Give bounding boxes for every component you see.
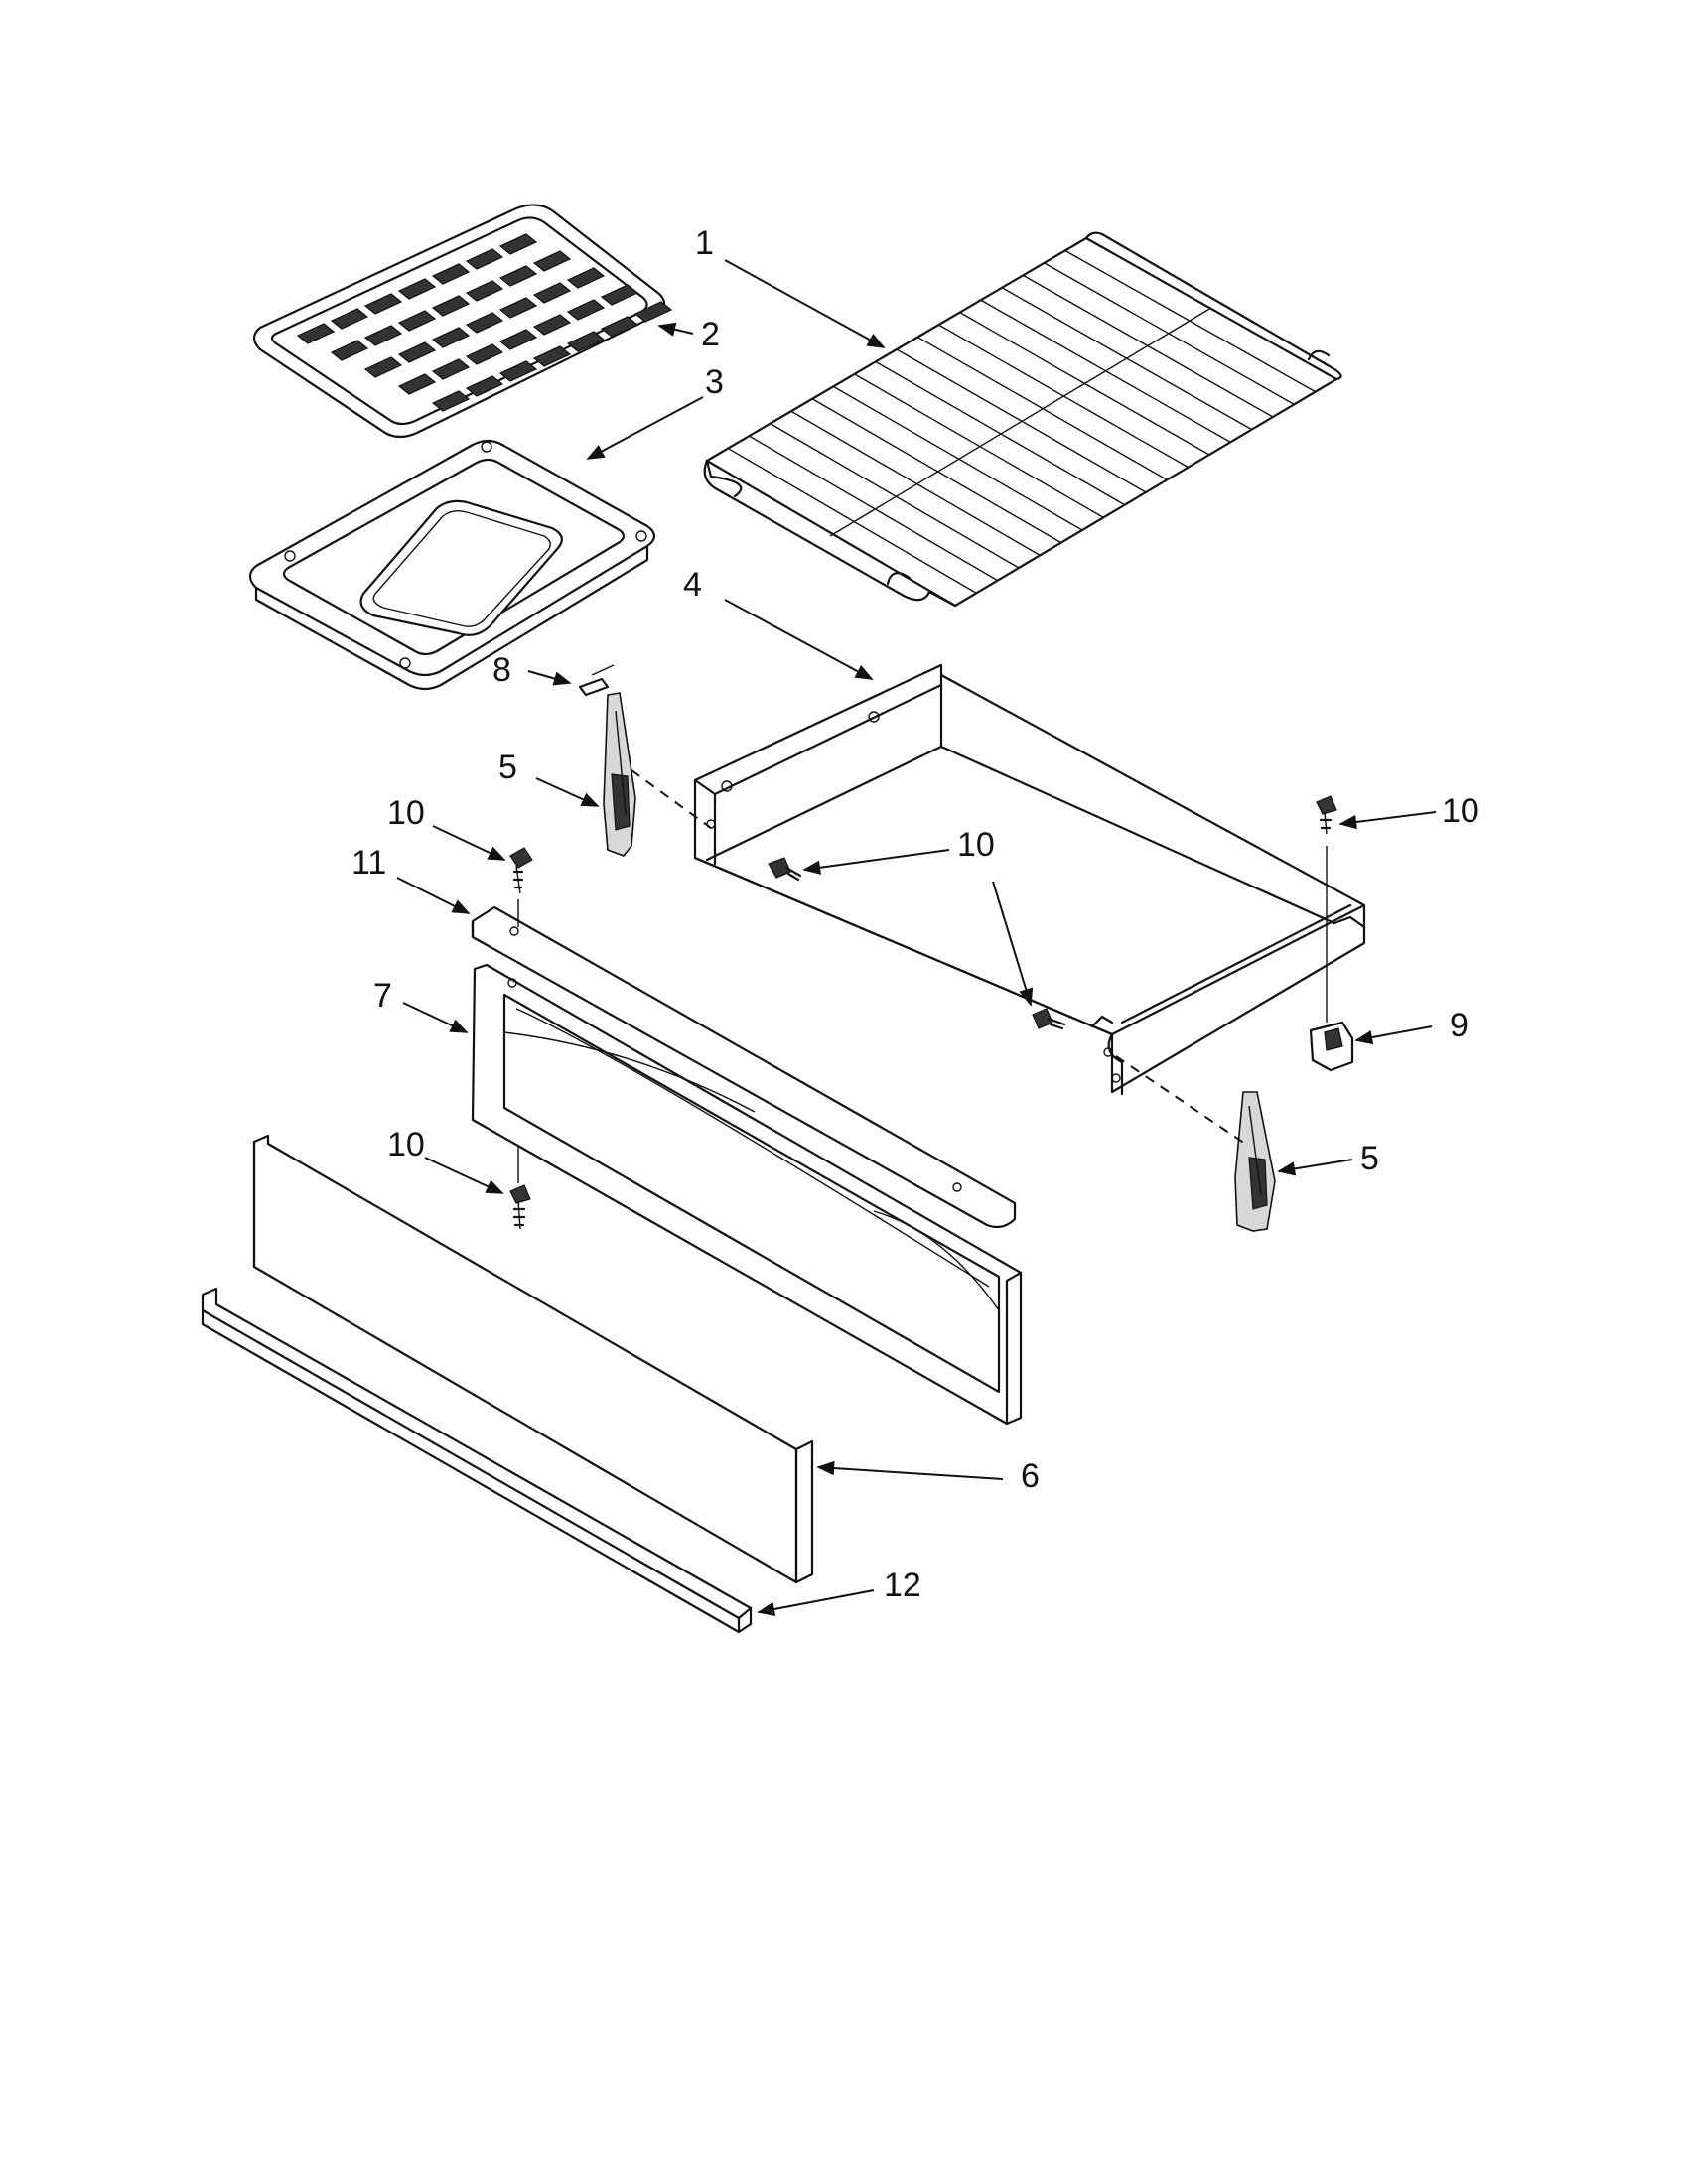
grid-slot — [498, 233, 538, 255]
grid-slot — [566, 267, 606, 289]
callout-9: 9 — [1450, 1007, 1469, 1044]
callout-11: 11 — [351, 844, 386, 882]
door-frame-part — [471, 963, 1023, 1426]
callout-6: 6 — [1021, 1457, 1040, 1495]
grid-slot — [363, 293, 403, 315]
rack-bar — [854, 373, 1104, 518]
leader-lines — [396, 259, 1437, 1617]
grid-slot — [431, 327, 471, 348]
drawer-part — [693, 663, 1366, 1096]
screw-part-c — [1032, 1008, 1066, 1030]
grid-slot — [397, 341, 437, 363]
grid-slot — [397, 278, 437, 300]
front-panel-part — [252, 1134, 814, 1584]
grid-slot — [397, 310, 437, 332]
callout-10-drawer-side: 10 — [957, 826, 995, 864]
grid-slot — [498, 297, 538, 319]
grid-slot — [600, 316, 639, 338]
grid-slot — [296, 323, 336, 344]
grid-slot — [431, 295, 471, 317]
grid-slot — [465, 248, 504, 270]
grid-slot — [465, 343, 504, 365]
rack-bar — [832, 385, 1083, 531]
slide-bracket-right-part — [1234, 1091, 1276, 1232]
callout-labels: 1 2 3 4 8 5 10 10 10 11 7 9 10 5 6 12 — [351, 224, 1479, 1604]
grid-slot — [566, 299, 606, 321]
kick-strip-part — [201, 1287, 753, 1634]
grid-slot — [465, 312, 504, 334]
screw-part-d — [1316, 795, 1337, 993]
broiler-pan-part — [248, 439, 656, 691]
callout-10-front-screw: 10 — [387, 1126, 425, 1163]
grid-slot — [465, 280, 504, 302]
grid-slot — [330, 340, 369, 361]
grid-slot — [397, 373, 437, 395]
slide-bracket-left-part — [603, 692, 636, 857]
assembly-line-right — [1115, 1055, 1246, 1145]
grid-slot — [600, 284, 639, 306]
callout-12: 12 — [884, 1567, 921, 1604]
callout-3: 3 — [705, 363, 724, 401]
callout-8: 8 — [492, 651, 511, 689]
callout-4: 4 — [683, 566, 702, 604]
grid-slot — [330, 308, 369, 330]
callout-7: 7 — [373, 977, 392, 1015]
rack-bar — [749, 435, 999, 582]
rack-bar — [790, 410, 1041, 556]
grid-slot — [465, 375, 504, 397]
oven-rack-part — [703, 231, 1342, 608]
grid-slot — [498, 265, 538, 287]
grid-slot — [363, 325, 403, 346]
grid-slot — [633, 301, 673, 323]
clip-part — [578, 664, 615, 697]
grid-slot — [498, 360, 538, 382]
callout-2: 2 — [701, 316, 720, 353]
grid-slot — [431, 263, 471, 285]
screw-part-a — [509, 847, 533, 894]
callout-10-right-screw: 10 — [1442, 792, 1479, 830]
grid-slot — [498, 329, 538, 350]
grid-slot — [532, 282, 572, 304]
screw-part-e — [509, 1142, 531, 1230]
grid-slot — [431, 358, 471, 380]
grid-slot — [532, 345, 572, 367]
rack-bar — [727, 447, 977, 594]
callout-5-right: 5 — [1360, 1140, 1379, 1177]
callout-5-left: 5 — [498, 749, 517, 786]
door-trim-part — [471, 899, 1017, 1229]
rack-bar — [770, 423, 1020, 569]
grid-slot — [431, 390, 471, 412]
rack-bar — [875, 360, 1126, 506]
grid-slot — [566, 331, 606, 352]
callout-1: 1 — [695, 224, 714, 262]
broiler-grid-part — [252, 204, 673, 439]
broiler-grid-slots — [296, 233, 673, 412]
grid-slot — [532, 250, 572, 272]
drawer-stop-bracket-part — [1309, 993, 1354, 1072]
grid-slot — [532, 314, 572, 336]
grid-slot — [363, 356, 403, 378]
callout-10-left-screw: 10 — [387, 794, 425, 832]
screw-part-b — [768, 857, 802, 882]
rack-bar — [811, 398, 1062, 544]
